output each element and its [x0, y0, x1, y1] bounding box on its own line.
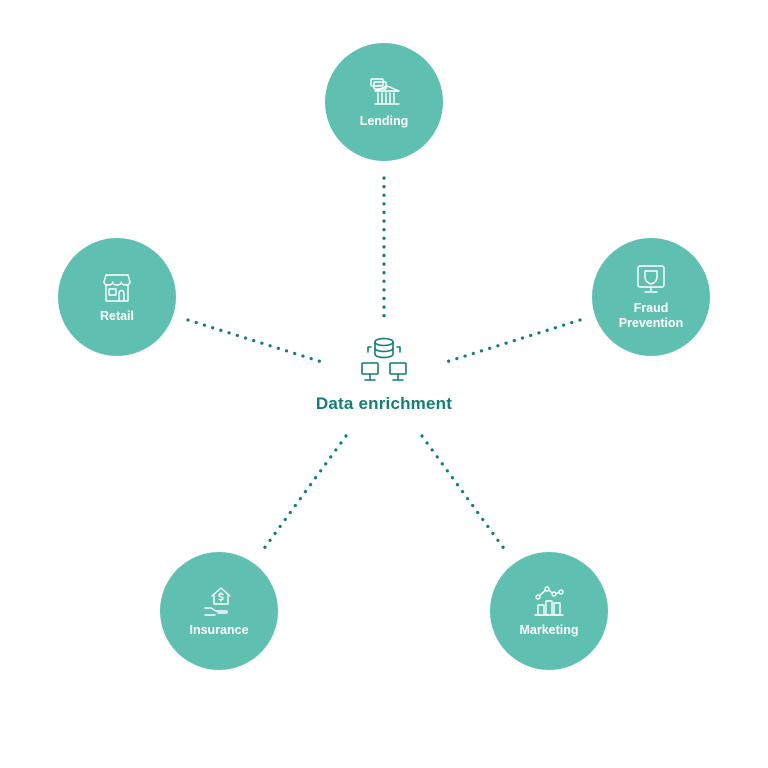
node-marketing: Marketing [490, 552, 608, 670]
database-network-icon [361, 337, 407, 381]
node-fraud-prevention: Fraud Prevention [592, 238, 710, 356]
node-lending-label: Lending [359, 113, 409, 128]
center-hub: Data enrichment [284, 336, 484, 418]
node-lending: Lending [325, 43, 443, 161]
connector-fraud [444, 318, 582, 364]
node-retail-label: Retail [99, 308, 135, 323]
storefront-icon [103, 273, 131, 302]
connector-insurance [261, 434, 348, 552]
bar-chart-icon [534, 585, 564, 616]
hand-house-dollar-icon [204, 586, 231, 616]
node-marketing-label: Marketing [519, 622, 579, 637]
shield-monitor-icon [637, 265, 665, 293]
center-label: Data enrichment [315, 394, 453, 413]
node-retail: Retail [58, 238, 176, 356]
node-insurance-label: Insurance [189, 622, 249, 637]
node-fraud-prevention-label: Fraud Prevention [618, 301, 684, 330]
connector-retail [186, 318, 324, 364]
bank-building-icon [370, 77, 400, 105]
node-insurance: Insurance [160, 552, 278, 670]
connector-marketing [420, 434, 507, 552]
